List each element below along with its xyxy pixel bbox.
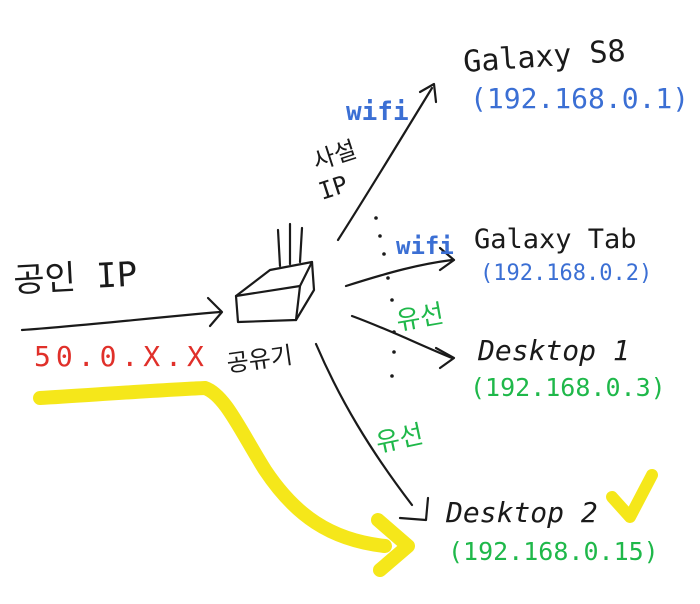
connection-label-desktop-2: 유선 [373, 420, 426, 459]
device-ip-galaxy-tab: (192.168.0.2) [480, 261, 652, 286]
device-name-galaxy-tab: Galaxy Tab [474, 224, 637, 255]
device-ip-desktop-2: (192.168.0.15) [448, 537, 659, 566]
router-label: 공유기 [225, 341, 295, 378]
public-ip-arrow [20, 310, 222, 332]
private-ip-label-line1: 사설 [309, 135, 360, 175]
arrow-to-desktop-1 [350, 314, 454, 360]
public-ip-arrowhead [206, 296, 224, 328]
highlight-arrowhead [371, 513, 415, 577]
router-icon [234, 222, 316, 324]
arrowhead-desktop-1 [434, 346, 456, 370]
arrow-to-desktop-2 [314, 342, 414, 507]
connection-label-galaxy-tab: wifi [396, 232, 454, 260]
checkmark-icon [606, 469, 658, 523]
device-name-desktop-1: Desktop 1 [477, 334, 630, 367]
arrow-to-galaxy-tab [344, 258, 454, 288]
arrowhead-galaxy-s8 [418, 82, 438, 104]
arrowhead-galaxy-tab [438, 246, 456, 272]
highlight-path [33, 380, 392, 553]
dotted-separator [374, 216, 396, 378]
device-name-desktop-2: Desktop 2 [445, 496, 598, 529]
device-ip-galaxy-s8: (192.168.0.1) [470, 82, 689, 115]
arrow-to-galaxy-s8 [336, 86, 434, 242]
public-ip-value: 50.0.X.X [34, 340, 209, 373]
arrowhead-desktop-2 [398, 496, 430, 522]
connection-label-galaxy-s8: wifi [346, 97, 409, 127]
connection-label-desktop-1: 유선 [394, 299, 446, 337]
device-name-galaxy-s8: Galaxy S8 [462, 34, 627, 80]
public-ip-label: 공인 IP [12, 255, 138, 301]
private-ip-label-line2: IP [315, 170, 351, 206]
device-ip-desktop-1: (192.168.0.3) [470, 373, 666, 402]
